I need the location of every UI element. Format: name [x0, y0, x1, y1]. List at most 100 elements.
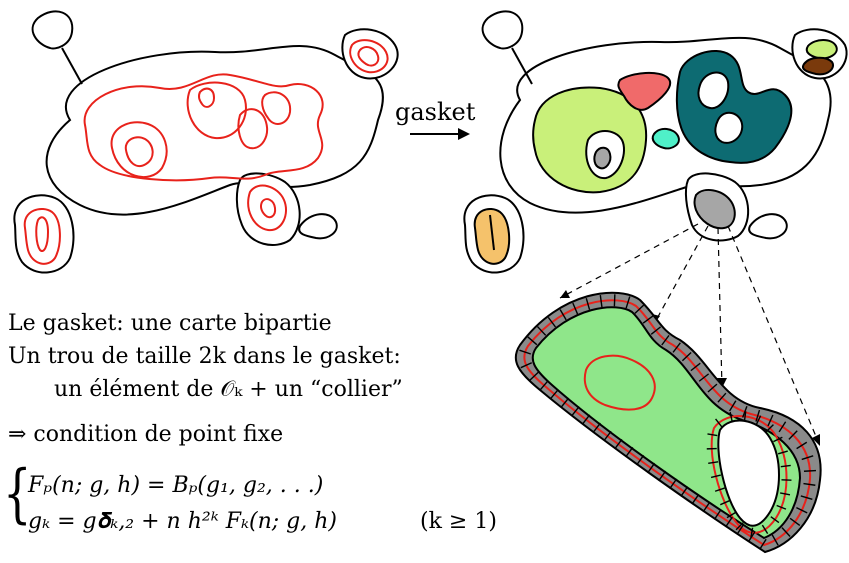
necklace-tick — [803, 482, 816, 486]
necklace-tick — [726, 511, 736, 519]
red-loop-inner-a — [110, 121, 168, 178]
necklace-tick — [755, 409, 761, 422]
necklace-tick — [614, 438, 623, 450]
necklace-tick — [658, 470, 667, 482]
equation-2-condition: (k ≥ 1) — [420, 509, 497, 534]
necklace-tick — [708, 461, 719, 465]
left-bubble-bottom-left — [13, 194, 75, 274]
necklace-tick — [781, 527, 791, 537]
red-loop-inner-a2 — [124, 136, 154, 168]
necklace-tick — [725, 516, 733, 528]
zoom-arrowhead-3 — [717, 378, 727, 388]
face-orange-edge — [489, 214, 495, 251]
left-stem-top — [61, 47, 83, 85]
necklace-tick — [636, 454, 645, 466]
necklace-tick — [550, 389, 559, 400]
right-stem-top — [511, 47, 533, 85]
necklace-tick — [634, 304, 645, 314]
necklace-tick — [707, 383, 718, 393]
necklace-tick — [625, 296, 631, 309]
necklace-tick — [642, 315, 654, 324]
necklace-tick — [539, 380, 549, 391]
necklace-tick — [581, 414, 591, 425]
necklace-tick — [778, 421, 787, 433]
line-element-necklace: un élément de 𝒪ₖ + un “collier” — [54, 377, 403, 402]
left-main-face — [45, 45, 384, 216]
red-loop-inner-c — [237, 108, 268, 150]
right-bubble-top — [481, 10, 524, 50]
face-gray-bottom — [693, 188, 736, 230]
necklace-tick — [715, 418, 723, 428]
line-hole-size: Un trou de taille 2k dans le gasket: — [8, 344, 401, 369]
face-teal-hole-2 — [714, 111, 744, 144]
red-loop-bubble-r — [349, 39, 389, 74]
necklace-tick — [773, 436, 783, 443]
red-loop-inner-d — [261, 91, 292, 125]
necklace-tick — [800, 495, 813, 500]
left-bubble-top — [31, 10, 74, 50]
necklace-tick — [585, 297, 591, 310]
zoom-arrow-1 — [559, 223, 699, 299]
red-loop-bubble-br — [247, 184, 287, 232]
necklace-tick — [761, 524, 769, 535]
necklace-red-line — [523, 299, 812, 547]
necklace-tick — [536, 326, 547, 336]
necklace-tick — [801, 455, 814, 461]
gasket-arrow-label: gasket — [395, 98, 476, 126]
necklace-tick — [729, 411, 733, 423]
necklace-tick — [691, 493, 700, 505]
face-teal-hole-1 — [697, 71, 730, 110]
left-bubble-bottom-right — [235, 172, 301, 246]
zoom-arrow-4 — [727, 225, 821, 447]
necklace-tick — [750, 527, 754, 538]
necklace-tick — [755, 415, 762, 425]
face-small-green-r — [805, 39, 838, 60]
zoom-arrows — [559, 223, 821, 447]
red-loop-bubble-bl2 — [35, 216, 50, 252]
necklace-tick — [529, 371, 540, 381]
face-brown — [802, 56, 834, 76]
line-gasket-bipartite: Le gasket: une carte bipartie — [8, 311, 332, 336]
necklace-tick — [707, 433, 718, 437]
necklace-tick — [796, 507, 808, 514]
right-small-bubble — [748, 213, 788, 240]
necklace-tick — [777, 450, 788, 455]
left-small-bubble — [298, 213, 338, 240]
necklace-tick — [520, 362, 533, 369]
necklace-tick — [560, 397, 570, 408]
necklace-tick — [661, 334, 670, 346]
face-salmon — [617, 72, 671, 111]
necklace-tick — [780, 464, 791, 468]
necklace-tick — [647, 462, 656, 474]
zoomed-hole — [514, 291, 822, 554]
necklace-ticks — [519, 294, 817, 550]
necklace-tick — [599, 295, 603, 308]
necklace-tick — [765, 424, 774, 433]
necklace-tick — [571, 406, 580, 417]
necklace-tick — [717, 392, 727, 403]
necklace-tick — [736, 524, 745, 535]
necklace-tick — [710, 474, 721, 479]
system-brace: { — [3, 457, 32, 531]
necklace-tick — [559, 309, 567, 321]
necklace-tick — [519, 349, 532, 355]
face-aqua — [651, 128, 680, 150]
necklace-tick — [767, 414, 774, 427]
necklace-tick — [771, 534, 779, 546]
necklace-tick — [527, 336, 538, 346]
red-loop-bubble-bl — [23, 208, 61, 265]
zoom-arrow-2 — [653, 225, 709, 325]
zoom-arrow-3 — [717, 227, 723, 389]
red-loops — [23, 39, 389, 265]
gasket-arrow-head — [458, 128, 470, 140]
necklace-tick — [650, 326, 662, 335]
necklace-tick — [698, 373, 710, 382]
necklace-tick — [680, 486, 689, 497]
red-loop-main — [83, 73, 324, 182]
red-loop-bubble-r2 — [357, 46, 380, 67]
line-fixed-point: ⇒ condition de point fixe — [8, 422, 284, 447]
necklace-tick — [713, 509, 722, 520]
necklace-tick — [743, 411, 747, 422]
necklace-tick — [803, 469, 817, 472]
